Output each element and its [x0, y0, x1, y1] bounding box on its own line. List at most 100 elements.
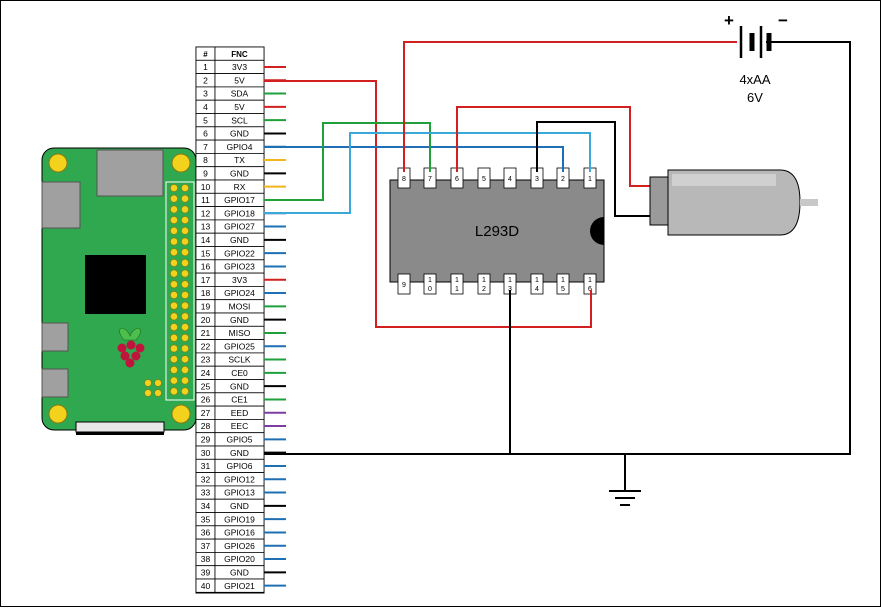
- pin-function: GPIO13: [224, 488, 255, 498]
- pin-number: 26: [201, 395, 211, 405]
- pin-function: RX: [234, 182, 246, 192]
- header-pin: [170, 344, 178, 353]
- pin-function: SCL: [231, 115, 248, 125]
- pin-function: GPIO21: [224, 581, 255, 591]
- ground-bus-wire: [264, 41, 851, 455]
- chip-bottom-pin: 10: [423, 273, 437, 295]
- ground-icon: [609, 490, 641, 506]
- pin-number: 4: [203, 102, 208, 112]
- wire-gpio18-to-chip-pin1: [264, 132, 591, 214]
- pin-function: 3V3: [232, 62, 247, 72]
- pin-number: 28: [201, 421, 211, 431]
- header-pin: [170, 323, 178, 331]
- pin-number: 36: [201, 528, 211, 538]
- pin-function: GND: [230, 381, 249, 391]
- chip-pin-label: 1: [455, 277, 459, 284]
- header-pin: [170, 355, 178, 364]
- chip-pin-label: 1: [561, 277, 565, 284]
- pin-number: 20: [201, 315, 211, 325]
- chip-bottom-pin: 11: [450, 273, 464, 295]
- raspberry-pi-zero-board: [41, 147, 197, 435]
- pin-function: GPIO18: [224, 208, 255, 218]
- pin-function: GPIO5: [227, 435, 253, 445]
- chip-pin-label: 5: [482, 176, 486, 183]
- sd-card-slot: [75, 421, 165, 433]
- chip-top-pin: 8: [397, 167, 411, 189]
- header-pin: [181, 258, 189, 267]
- pin-number: 35: [201, 514, 211, 524]
- pin-row: 12 GPIO18: [195, 206, 265, 221]
- soc-chip: [85, 255, 146, 314]
- battery-voltage: 6V: [747, 90, 763, 105]
- header-pin: [170, 280, 178, 289]
- pin-number: 24: [201, 368, 211, 378]
- motor-end-cap: [649, 176, 669, 226]
- pin-number: 12: [201, 208, 211, 218]
- header-pin: [170, 258, 178, 267]
- header-pin: [181, 226, 189, 235]
- chip-pin-label: 1: [482, 277, 486, 284]
- pin-function: SDA: [231, 89, 249, 99]
- header-pin: [181, 205, 189, 214]
- header-pin: [181, 291, 189, 299]
- chip-pin-label: 1: [508, 277, 512, 284]
- pin-number: 2: [203, 75, 208, 85]
- chip-bottom-pin: 9: [397, 273, 411, 295]
- header-pin: [170, 237, 178, 246]
- pin-function: GPIO25: [224, 341, 255, 351]
- chip-pin-label: 3: [535, 176, 539, 183]
- chip-pin-label: 0: [428, 286, 432, 293]
- pin-function: GPIO12: [224, 474, 255, 484]
- pin-function: TX: [234, 155, 245, 165]
- pin-number: 1: [203, 62, 208, 72]
- pin-function: GPIO6: [227, 461, 253, 471]
- header-pin: [181, 333, 189, 342]
- wire-battery-plus-to-chip-pin8: [403, 41, 737, 172]
- header-pin: [181, 248, 189, 257]
- pin-number: 27: [201, 408, 211, 418]
- pin-number: 10: [201, 182, 211, 192]
- pin-function: GND: [230, 235, 249, 245]
- pin-function: GPIO20: [224, 554, 255, 564]
- pin-number: 34: [201, 501, 211, 511]
- header-pin: [181, 355, 189, 364]
- pin-number: 32: [201, 474, 211, 484]
- pin-number: 33: [201, 488, 211, 498]
- pin-number: 21: [201, 328, 211, 338]
- pin-number: 40: [201, 581, 211, 591]
- mounting-hole: [48, 153, 68, 173]
- chip-pin-label: 4: [535, 286, 539, 293]
- pin-function: GPIO4: [227, 142, 253, 152]
- chip-pin-label: 2: [561, 176, 565, 183]
- chip-label: L293D: [475, 223, 519, 240]
- chip-notch: [590, 217, 604, 245]
- pin-number: 39: [201, 568, 211, 578]
- chip-pin-label: 9: [402, 282, 406, 289]
- pin-function: GPIO27: [224, 222, 255, 232]
- test-pads: [144, 379, 162, 397]
- pin-number: 13: [201, 222, 211, 232]
- chip-pin-label: 3: [508, 286, 512, 293]
- header-pin: [170, 184, 178, 192]
- header-pin: [181, 216, 189, 224]
- header-pin: [181, 194, 189, 203]
- pin-row: 33 GPIO13: [195, 485, 265, 500]
- wire-5v-to-chip-pin16: [264, 80, 592, 328]
- chip-top-pin: 4: [503, 167, 517, 189]
- chip-pin-label: 6: [455, 176, 459, 183]
- chip-pin-label: 7: [428, 176, 432, 183]
- header-pin: [181, 323, 189, 331]
